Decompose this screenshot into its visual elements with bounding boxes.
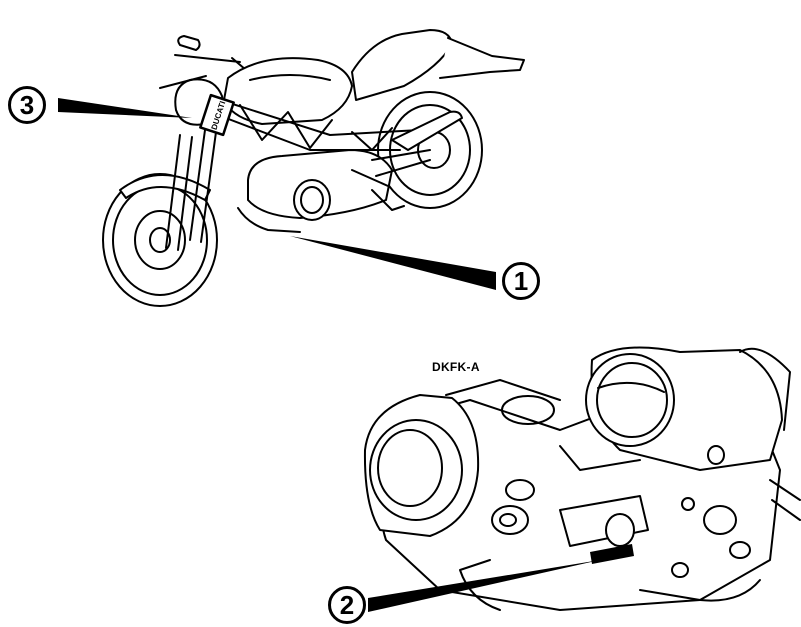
diagram-code: DKFK-A — [432, 360, 480, 374]
swingarm — [371, 149, 431, 177]
engine-details — [459, 445, 801, 611]
callout-1-label: 1 — [513, 265, 529, 296]
callout-2-label: 2 — [339, 589, 355, 620]
callout-2: 2 — [328, 586, 366, 624]
pointer-wedge-3 — [58, 98, 192, 118]
callout-3: 3 — [8, 86, 46, 124]
trellis-frame — [217, 99, 421, 151]
rear-cylinder — [585, 346, 791, 471]
engine-stamp — [590, 544, 634, 564]
motorcycle-engine — [237, 149, 393, 233]
motorcycle-illustration: DUCATI — [102, 29, 525, 307]
callout-1: 1 — [502, 262, 540, 300]
fuel-tank — [223, 57, 353, 125]
exhaust — [391, 110, 463, 151]
front-cylinder — [363, 379, 561, 537]
engine-illustration — [363, 346, 801, 611]
pointer-wedge-1 — [290, 236, 496, 290]
frame-stamp: DUCATI — [199, 93, 235, 137]
tail-section — [439, 37, 525, 79]
front-fork — [165, 129, 217, 251]
pointer-wedge-2 — [368, 560, 600, 612]
callout-3-label: 3 — [19, 89, 35, 120]
seat — [351, 29, 453, 101]
